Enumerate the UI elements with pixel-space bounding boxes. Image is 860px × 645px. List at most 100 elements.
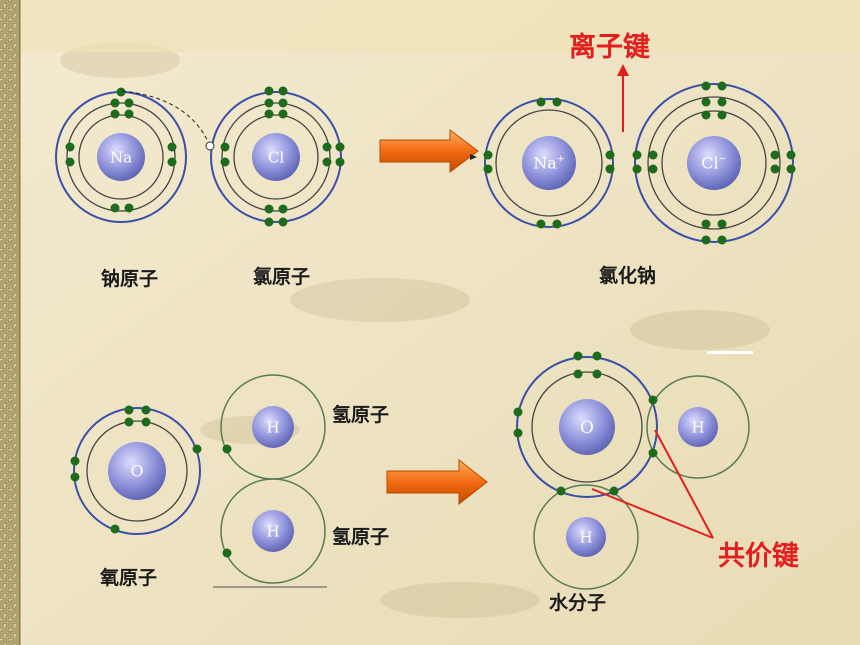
reaction-arrow-bottom xyxy=(386,458,488,506)
electron-shell xyxy=(531,371,643,483)
electron xyxy=(717,235,727,245)
electron xyxy=(141,417,151,427)
electron xyxy=(335,157,345,167)
nucleus xyxy=(252,510,294,552)
electron xyxy=(592,369,602,379)
h-electron-shell-right xyxy=(646,375,750,479)
electron xyxy=(335,142,345,152)
electron xyxy=(110,109,120,119)
ionic-bond-label: 离子键 xyxy=(569,32,650,63)
nucleus-symbol: O xyxy=(580,418,594,438)
covalent-bond-label: 共价键 xyxy=(718,541,799,572)
electron xyxy=(220,142,230,152)
electron-shell xyxy=(221,102,331,212)
nucleus-symbol: O xyxy=(130,462,143,481)
electron xyxy=(220,157,230,167)
electron xyxy=(278,98,288,108)
nucleus xyxy=(678,407,718,447)
sodium-atom-diagram: Na xyxy=(55,87,187,223)
electron xyxy=(701,97,711,107)
electron xyxy=(110,524,120,534)
electron xyxy=(513,407,523,417)
electron xyxy=(573,369,583,379)
electron xyxy=(556,486,566,496)
electron xyxy=(110,203,120,213)
electron xyxy=(264,109,274,119)
electron xyxy=(322,142,332,152)
electron xyxy=(573,351,583,361)
electron xyxy=(264,98,274,108)
oxygen-atom-diagram: O xyxy=(70,405,202,535)
sodium-ion-diagram: Na+ xyxy=(483,97,615,229)
electron xyxy=(632,150,642,160)
electron-shell xyxy=(86,420,188,522)
nucleus-symbol: H xyxy=(579,528,592,546)
electron xyxy=(222,444,232,454)
electron xyxy=(648,150,658,160)
hydrogen-atom-diagram-bottom: H xyxy=(220,478,326,584)
electron xyxy=(167,157,177,167)
electron xyxy=(717,110,727,120)
left-border-ornament xyxy=(0,0,20,645)
electron xyxy=(648,164,658,174)
electron-shell xyxy=(495,109,603,217)
electron xyxy=(278,109,288,119)
electron-shell xyxy=(66,102,176,212)
electron xyxy=(648,448,658,458)
electron-vacancy xyxy=(205,141,215,151)
nucleus-symbol: H xyxy=(266,418,279,436)
electron xyxy=(632,164,642,174)
nucleus-symbol: H xyxy=(266,522,279,540)
electron xyxy=(192,444,202,454)
water-molecule-diagram: O H H xyxy=(513,351,750,590)
nucleus xyxy=(252,133,300,181)
hydrogen-atom-label-top: 氢原子 xyxy=(332,404,390,426)
electron xyxy=(124,98,134,108)
electron xyxy=(483,150,493,160)
reaction-arrow-top xyxy=(379,129,479,173)
electron xyxy=(65,157,75,167)
sodium-atom-label: 钠原子 xyxy=(101,268,159,290)
electron-shell xyxy=(647,96,781,230)
small-pointer-mark xyxy=(470,154,477,160)
electron xyxy=(124,405,134,415)
electron-shell xyxy=(634,83,794,243)
hydrogen-atom-label-bottom: 氢原子 xyxy=(332,526,390,548)
top-title-bar xyxy=(20,0,860,52)
electron xyxy=(513,428,523,438)
electron xyxy=(70,456,80,466)
electron xyxy=(701,81,711,91)
electron xyxy=(701,110,711,120)
nucleus xyxy=(559,399,615,455)
electron xyxy=(264,217,274,227)
electron-shell xyxy=(73,407,201,535)
electron xyxy=(701,219,711,229)
electron xyxy=(278,204,288,214)
electron xyxy=(264,204,274,214)
nucleus xyxy=(108,442,166,500)
electron-shell xyxy=(220,478,326,584)
electron-shell xyxy=(210,91,342,223)
h-electron-shell-bottom xyxy=(533,484,639,590)
electron xyxy=(322,157,332,167)
chlorine-atom-label: 氯原子 xyxy=(253,266,311,288)
sodium-chloride-label: 氯化钠 xyxy=(599,265,657,287)
ionic-bond-pointer xyxy=(617,64,629,132)
electron xyxy=(717,97,727,107)
nucleus-symbol: Cl xyxy=(268,148,284,166)
electron xyxy=(536,219,546,229)
electron xyxy=(167,142,177,152)
electron xyxy=(278,217,288,227)
electron xyxy=(278,86,288,96)
nucleus-symbol: H xyxy=(691,418,704,436)
electron xyxy=(124,417,134,427)
electron xyxy=(124,203,134,213)
electron xyxy=(141,405,151,415)
electron xyxy=(786,164,796,174)
oxygen-atom-label: 氧原子 xyxy=(100,567,158,589)
electron xyxy=(605,150,615,160)
electron xyxy=(648,395,658,405)
chlorine-atom-diagram: Cl xyxy=(210,86,345,227)
